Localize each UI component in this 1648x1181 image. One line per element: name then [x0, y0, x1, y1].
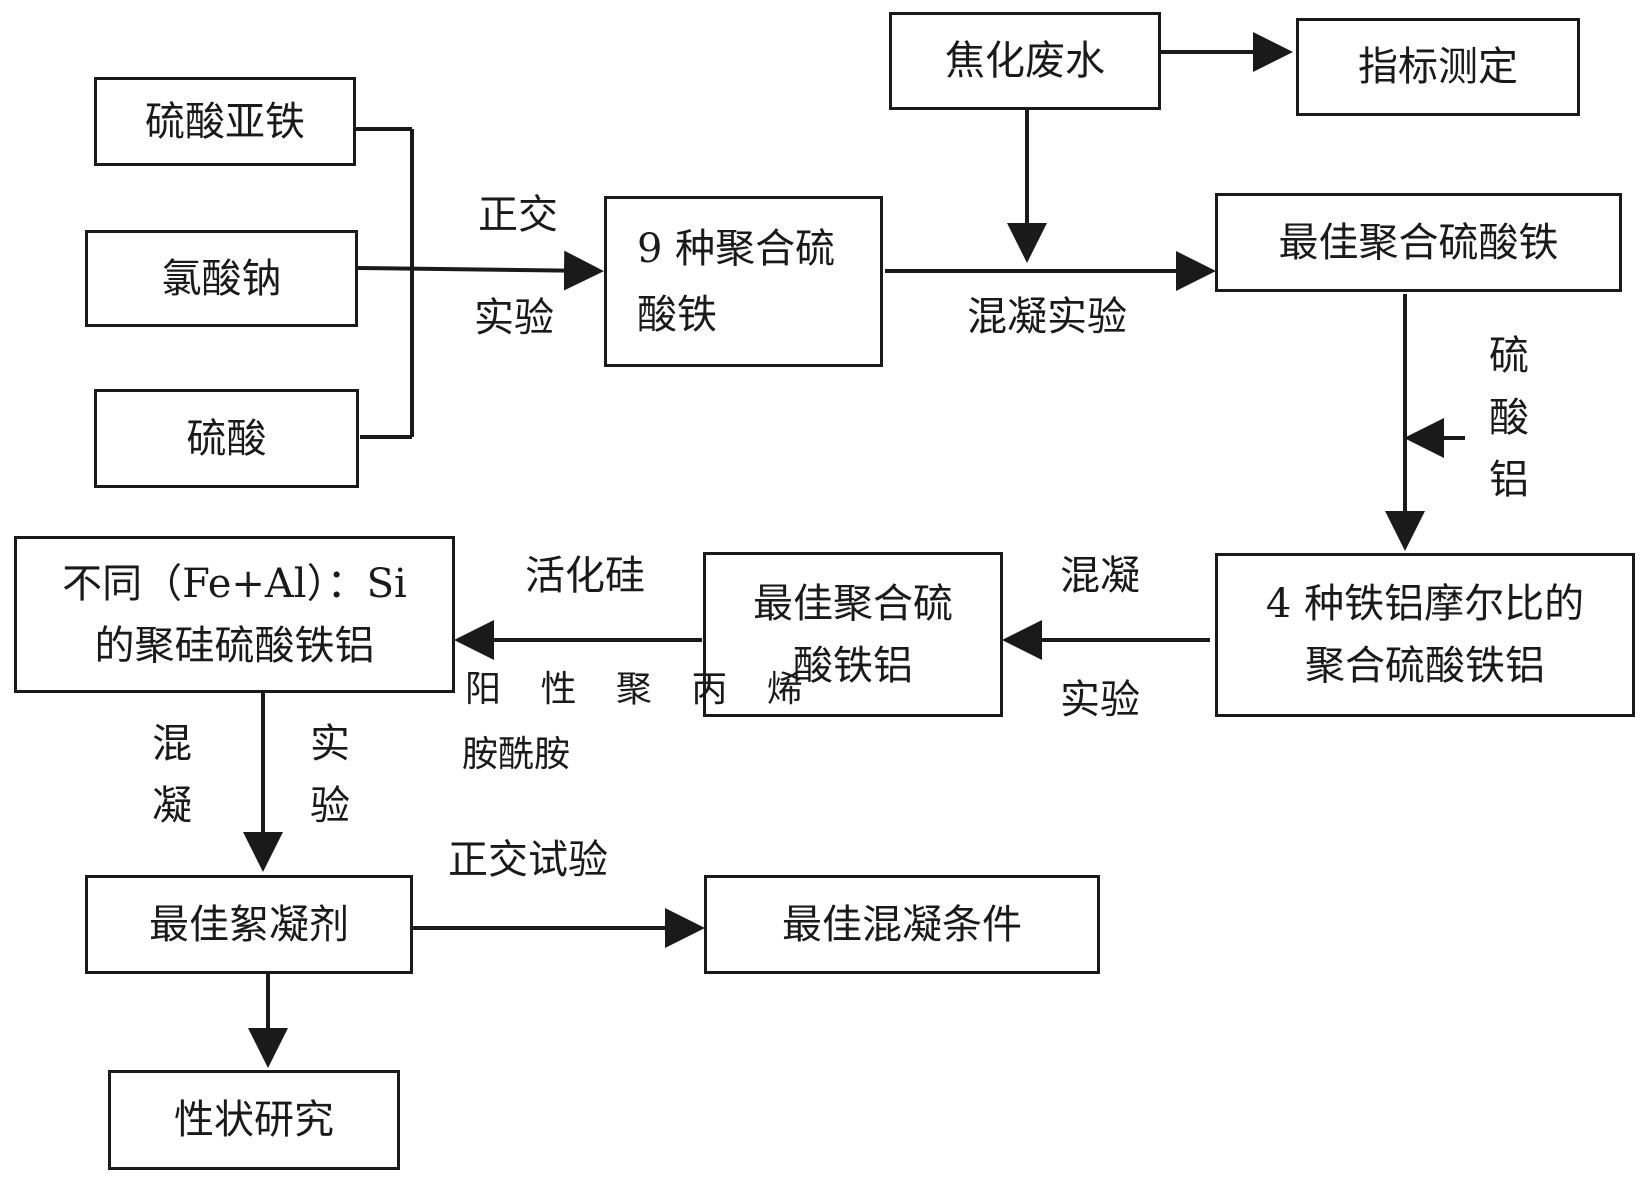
label-orthogonal: 正交: [478, 192, 558, 238]
node-property-study: 性状研究: [108, 1070, 400, 1170]
label-aluminum-sulfate: 硫 酸 铝: [1489, 333, 1529, 503]
label-experiment: 实验: [474, 295, 554, 341]
node-label: 最佳絮凝剂: [149, 901, 349, 948]
label-orthogonal-test: 正交试验: [448, 837, 608, 883]
node-label: 氯酸钠: [161, 255, 282, 302]
node-label: 最佳聚合硫酸铁: [1278, 219, 1559, 266]
node-label: 性状研究: [174, 1097, 334, 1143]
node-pfs-9: 9 种聚合硫 酸铁: [604, 196, 883, 367]
node-pafs-4: 4 种铁铝摩尔比的 聚合硫酸铁铝: [1215, 553, 1635, 717]
node-best-pfs: 最佳聚合硫酸铁: [1215, 193, 1622, 292]
node-label: 硫酸: [186, 415, 267, 462]
label-coagulation: 混凝: [1060, 553, 1140, 599]
node-sodium-chlorate: 氯酸钠: [85, 230, 358, 327]
node-sulfuric-acid: 硫酸: [94, 389, 359, 488]
node-psafs: 不同（Fe+Al）：Si 的聚硅硫酸铁铝: [14, 536, 455, 693]
node-ferrous-sulfate: 硫酸亚铁: [94, 77, 356, 166]
label-cationic-pam-1: 阳 性 聚 丙 烯: [465, 669, 817, 710]
node-best-flocculant: 最佳絮凝剂: [85, 875, 413, 974]
label-cationic-pam-2: 胺酰胺: [462, 734, 571, 775]
label-coagulation-vertical: 混 凝: [152, 721, 192, 829]
node-index-measure: 指标测定: [1296, 18, 1580, 116]
label-activated-silica: 活化硅: [525, 553, 645, 599]
node-coking-wastewater: 焦化废水: [889, 12, 1161, 110]
node-label: 硫酸亚铁: [145, 98, 305, 145]
node-label: 不同（Fe+Al）：Si 的聚硅硫酸铁铝: [62, 560, 407, 669]
label-experiment-vertical: 实 验: [310, 721, 350, 829]
node-label: 4 种铁铝摩尔比的 聚合硫酸铁铝: [1265, 581, 1585, 689]
label-coagulation-experiment: 混凝实验: [967, 294, 1127, 340]
node-label: 焦化废水: [945, 38, 1105, 84]
node-best-condition: 最佳混凝条件: [704, 875, 1100, 974]
node-label: 最佳混凝条件: [782, 901, 1022, 948]
node-label: 指标测定: [1358, 44, 1518, 90]
node-label: 最佳聚合硫 酸铁铝: [753, 580, 953, 689]
node-best-pafs: 最佳聚合硫 酸铁铝: [703, 552, 1003, 717]
label-experiment-2: 实验: [1060, 677, 1140, 723]
node-label: 9 种聚合硫 酸铁: [637, 225, 836, 338]
arrow-inputs-to-pfs9: [357, 250, 604, 291]
